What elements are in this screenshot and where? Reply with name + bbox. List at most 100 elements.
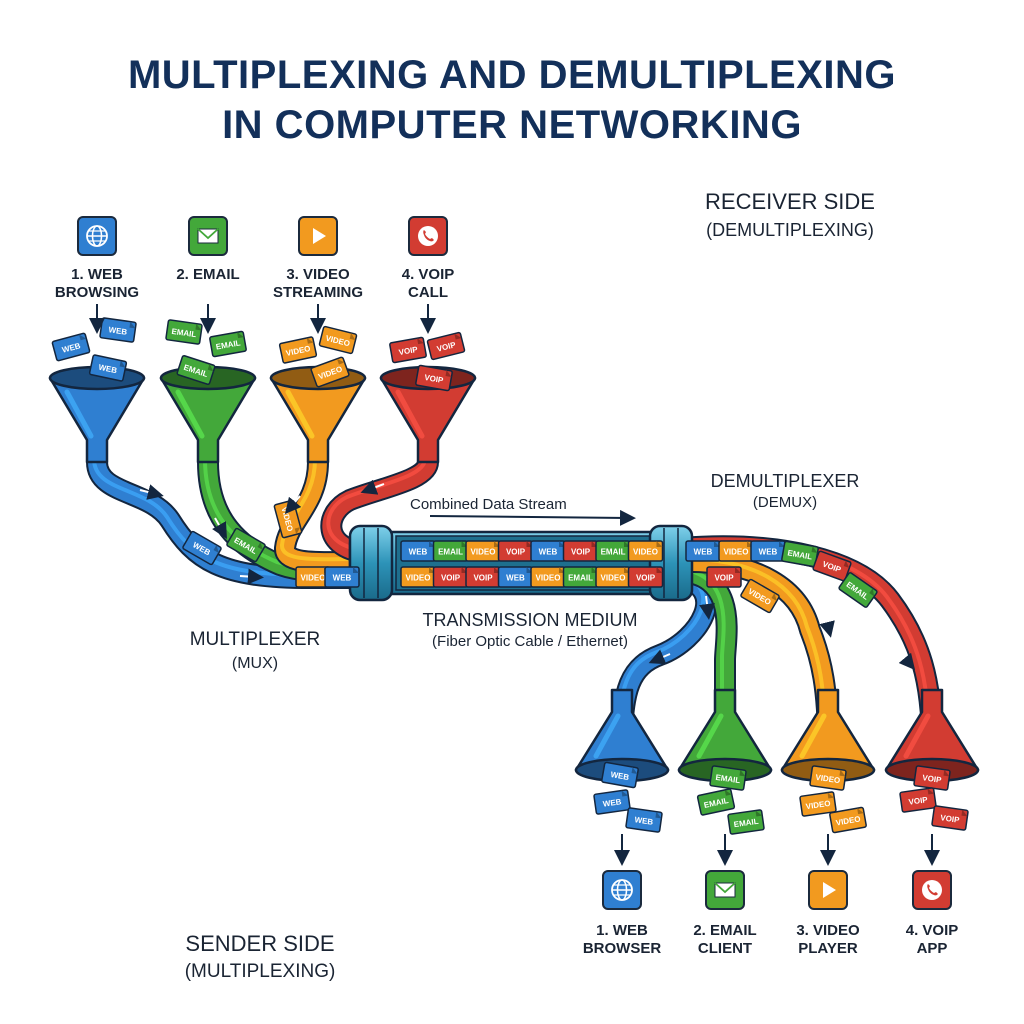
packet-label: VOIP [506, 548, 526, 557]
stream-packet-row1: VOIP [562, 540, 599, 562]
packet-label: WEB [539, 548, 558, 557]
stream-packet-row2: VOIP [627, 566, 664, 588]
packet-label: EMAIL [787, 548, 813, 561]
packet-label: VOIP [714, 574, 734, 583]
destination-packet-email: EMAIL [727, 809, 765, 835]
stream-packet-row2: VOIP [432, 566, 469, 588]
stream-packet-row1: EMAIL [432, 540, 469, 562]
source-packet-web: WEB [99, 317, 137, 343]
demux-packet: VIDEO [718, 540, 754, 562]
pipe-video-in [276, 453, 369, 572]
source-packet-voip: VOIP [415, 364, 453, 392]
source-packet-voip: VOIP [389, 336, 427, 364]
source-packet-video: VIDEO [278, 336, 318, 364]
sender-side-line-2: (MULTIPLEXING) [184, 961, 336, 982]
globe-icon [602, 870, 642, 910]
globe-icon [77, 216, 117, 256]
packet-label: VIDEO [406, 574, 431, 583]
arrows-layer [89, 304, 940, 866]
destination-packet-web: WEB [601, 761, 639, 789]
destination-label-line-1: 2. EMAIL [693, 922, 757, 939]
source-packet-web: WEB [88, 354, 128, 382]
packet-label: WEB [108, 325, 128, 337]
mux-connector [348, 524, 394, 602]
packet-label: VOIP [441, 574, 461, 583]
play-icon [808, 870, 848, 910]
page-title: MULTIPLEXING AND DEMULTIPLEXING IN COMPU… [0, 50, 1024, 150]
demux-packet: WEB [685, 540, 721, 562]
destination-label-line-2: PLAYER [798, 940, 858, 957]
stream-packet-row1: WEB [530, 540, 566, 562]
packet-label: WEB [759, 548, 778, 557]
source-label-line-1: 1. WEB [71, 266, 123, 283]
packet-label: EMAIL [171, 327, 197, 339]
source-packet-video: VIDEO [318, 325, 358, 355]
destination-packet-email: EMAIL [709, 765, 747, 791]
source-packet-email: EMAIL [209, 330, 247, 358]
multiplexer-line-1: MULTIPLEXER [189, 629, 321, 650]
source-label-line-1: 4. VOIP [401, 266, 455, 283]
source-label-email: 2. EMAIL [148, 266, 268, 284]
packet-label: VOIP [940, 813, 961, 825]
multiplexer-line-2: (MUX) [231, 655, 279, 672]
pipe-video-in-highlight [280, 457, 359, 562]
mux-packet: WEB [182, 530, 222, 566]
packet-label: WEB [694, 548, 713, 557]
packet-label: EMAIL [601, 548, 626, 557]
source-label-line-2: BROWSING [54, 284, 140, 301]
packet-label: VIDEO [601, 574, 626, 583]
pipe-flow-arrow [284, 495, 302, 515]
packet-label: VIDEO [815, 773, 841, 785]
packet-label: EMAIL [733, 817, 759, 829]
packet-label: WEB [634, 815, 654, 827]
combined-stream-label: Combined Data Stream [410, 496, 567, 513]
demux-packet: EMAIL [781, 540, 819, 568]
pipe-flow-arrow [360, 479, 385, 495]
stream-packet-row2: VIDEO [400, 566, 436, 588]
phone-icon [912, 870, 952, 910]
packet-label: WEB [409, 548, 428, 557]
packet-label: VIDEO [536, 574, 561, 583]
destination-packet-email: EMAIL [696, 788, 736, 816]
transmission-cable [348, 524, 694, 602]
stream-packet-row2: VIDEO [530, 566, 566, 588]
packet-label: VIDEO [835, 814, 861, 827]
stream-packet-row1: VIDEO [627, 540, 664, 562]
source-packet-video: VIDEO [310, 356, 350, 388]
packet-label: VOIP [908, 795, 929, 807]
receiver-side-line-1: RECEIVER SIDE [705, 189, 875, 214]
play-icon [298, 216, 338, 256]
destination-packet-web: WEB [625, 807, 663, 833]
demux-packet: VOIP [706, 566, 742, 588]
source-funnel-email [159, 365, 257, 464]
envelope-icon [705, 870, 745, 910]
packet-label: WEB [610, 770, 630, 782]
demux-packet: VIDEO [740, 578, 780, 614]
pipe-email-out-highlight [675, 567, 726, 744]
destination-label-line-1: 1. WEB [596, 922, 648, 939]
demux-packet: WEB [750, 540, 786, 562]
packet-label: WEB [333, 574, 352, 583]
source-packet-email: EMAIL [176, 355, 216, 385]
medium-line-1: TRANSMISSION MEDIUM [422, 610, 638, 630]
demultiplexer-line-2: (DEMUX) [752, 494, 818, 511]
phone-icon [408, 216, 448, 256]
destination-packet-video: VIDEO [809, 765, 847, 791]
destination-packet-video: VIDEO [799, 791, 837, 817]
destination-label-line-2: CLIENT [697, 940, 753, 957]
packet-label: VOIP [571, 548, 591, 557]
destination-label-line-1: 3. VIDEO [796, 922, 860, 939]
packet-label: VIDEO [301, 574, 326, 583]
packet-label: WEB [98, 363, 118, 376]
pipe-flow-arrow [699, 595, 715, 620]
stream-packet-row2: EMAIL [562, 566, 599, 588]
packet-label: VIDEO [633, 548, 658, 557]
packet-label: WEB [506, 574, 525, 583]
mux-packet: WEB [324, 566, 360, 588]
pipe-flow-arrow [239, 568, 264, 585]
